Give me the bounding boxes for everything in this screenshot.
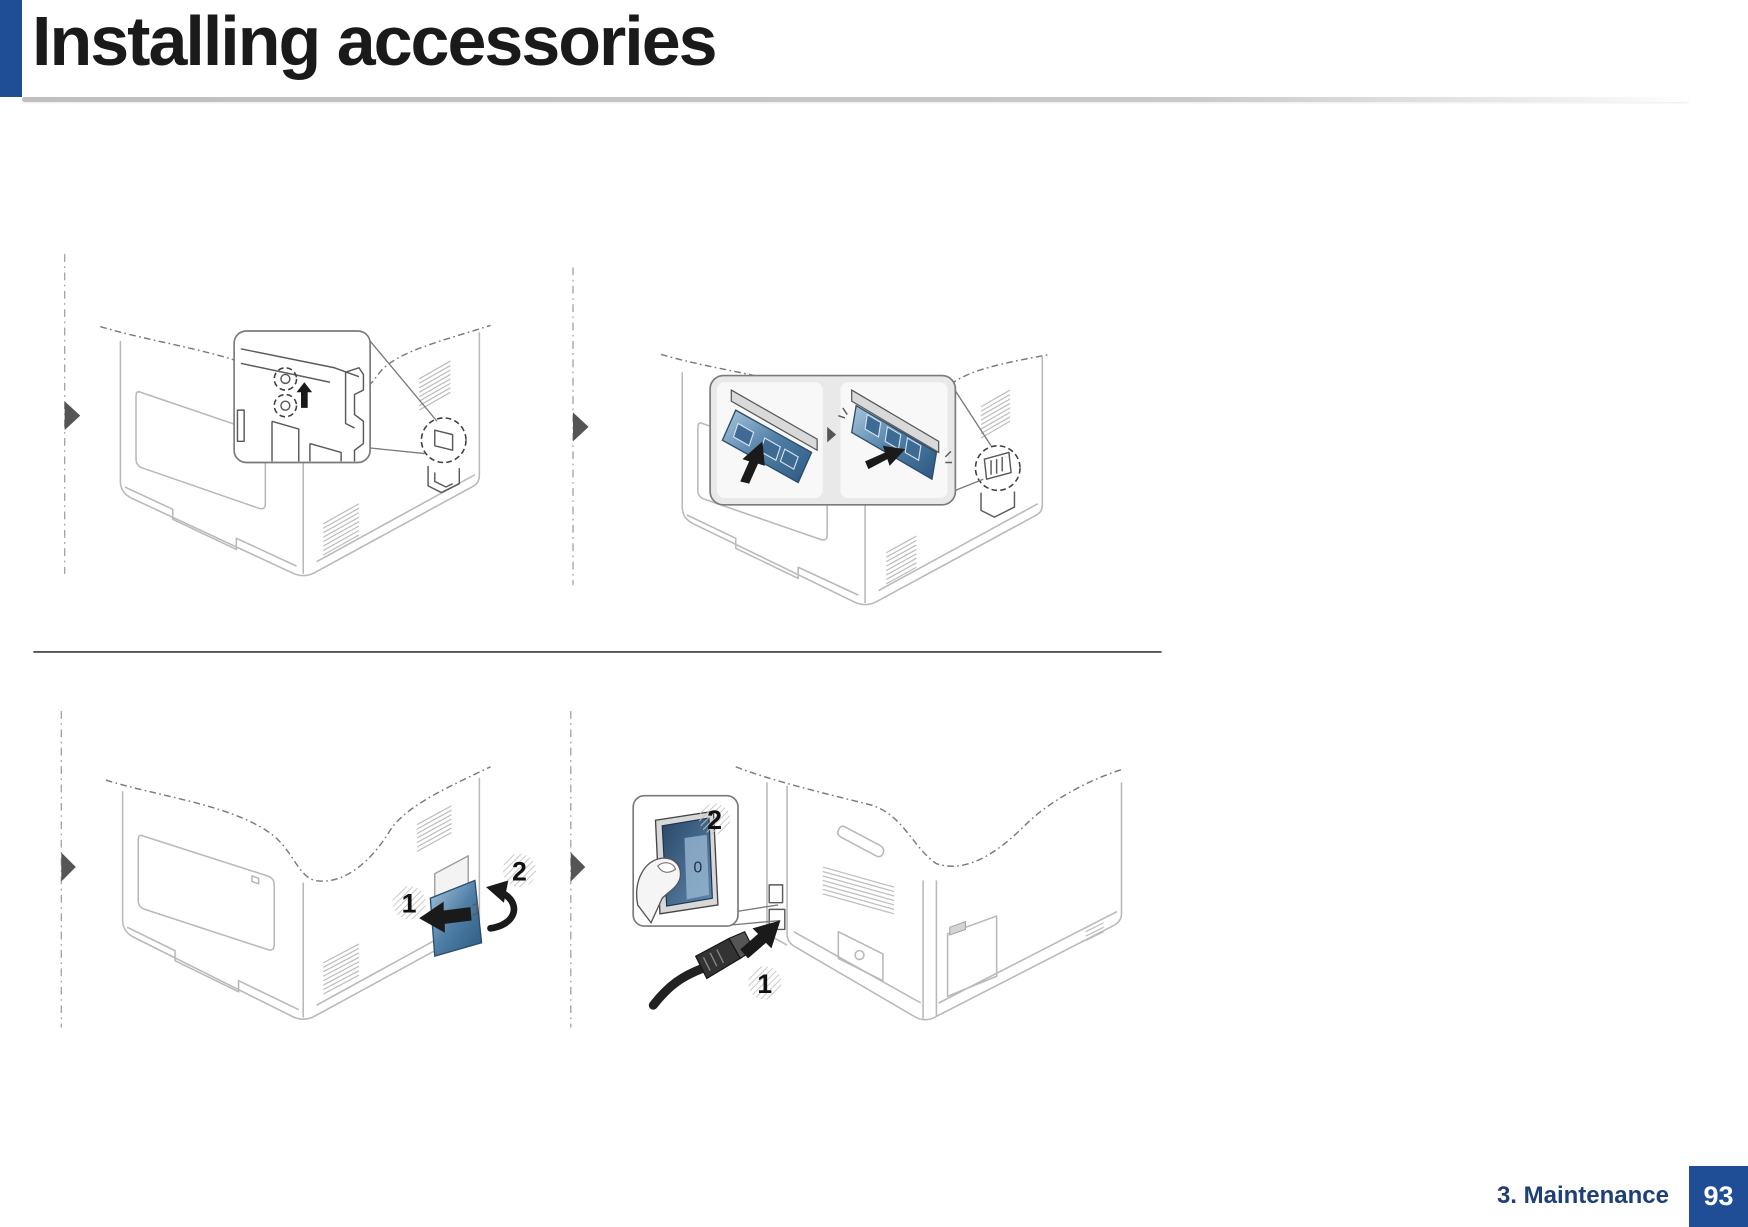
rear-port [769, 885, 782, 903]
page-number-badge: 93 [1689, 1166, 1748, 1227]
vent-grille [823, 867, 894, 914]
carry-handle [838, 826, 884, 856]
detail-callout [710, 376, 991, 505]
printer-body [106, 767, 491, 1019]
rear-plate [838, 932, 883, 981]
printer-body [736, 767, 1124, 1020]
step-marker-icon [573, 412, 589, 441]
svg-text:1: 1 [757, 969, 772, 999]
vent-grille [981, 390, 1010, 438]
focus-circle [421, 418, 466, 463]
step-marker-icon [61, 853, 75, 882]
cutaway-line [736, 767, 1124, 866]
focus-circle [975, 446, 1020, 491]
title-accent-bar [0, 0, 22, 97]
detail-callout [234, 331, 437, 463]
switch-off-symbol: 0 [694, 860, 703, 877]
vent-grille [417, 806, 452, 852]
vent-grille [323, 504, 359, 555]
vent-grille [419, 361, 450, 410]
svg-text:2: 2 [512, 856, 527, 886]
paper-tray [138, 835, 274, 950]
step-figure-3: 1 2 [61, 711, 536, 1028]
rotate-arrow-icon [486, 880, 514, 928]
step-callout-number: 1 [392, 886, 425, 919]
page-title: Installing accessories [32, 6, 716, 76]
vent-grille [886, 536, 916, 584]
title-underline [22, 97, 1689, 102]
cutaway-line [106, 767, 491, 881]
step-marker-icon [571, 853, 585, 882]
step-figure-2 [573, 267, 1050, 604]
step-figure-1 [65, 254, 491, 576]
footer-section-label: 3. Maintenance [1497, 1182, 1669, 1210]
svg-text:1: 1 [402, 889, 417, 919]
page-number: 93 [1703, 1181, 1733, 1212]
power-cord [653, 932, 753, 1006]
step-marker-icon [65, 401, 81, 430]
step-callout-number: 1 [748, 966, 781, 999]
vent-grille [323, 944, 359, 994]
step-callout-number: 2 [503, 854, 536, 887]
svg-text:2: 2 [707, 805, 722, 835]
step-figure-4: 0 2 1 [571, 711, 1124, 1028]
